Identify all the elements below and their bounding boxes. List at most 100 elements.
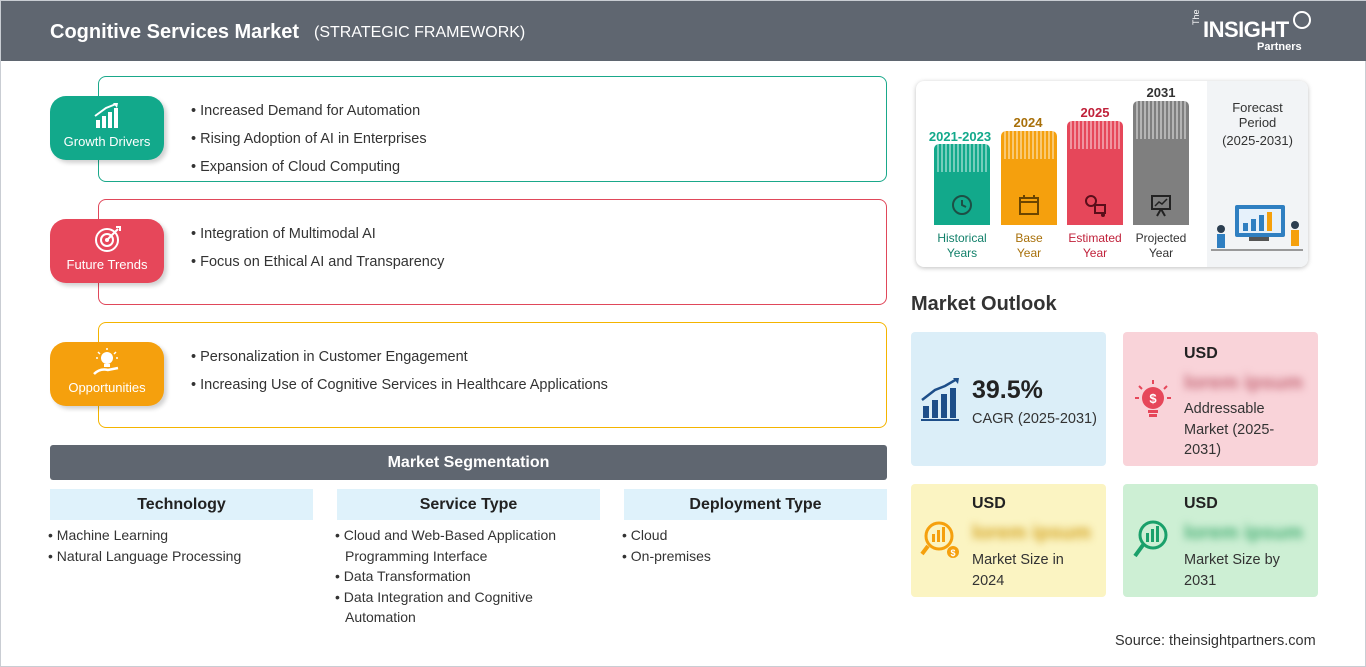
- page-subtitle: (STRATEGIC FRAMEWORK): [314, 24, 526, 41]
- addressable-label: Addressable Market (2025- 2031): [1184, 399, 1274, 461]
- history-clock-icon: [952, 195, 972, 215]
- list-item: Focus on Ethical AI and Transparency: [191, 248, 444, 276]
- list-item: Data Transformation: [335, 566, 585, 587]
- source-credit: Source: theinsightpartners.com: [1115, 633, 1316, 649]
- segment-heading-service-type: Service Type: [337, 489, 600, 520]
- list-item: Increased Demand for Automation: [191, 97, 427, 125]
- tile-label-line: Market Size by: [1184, 552, 1280, 568]
- segment-list-technology: Machine Learning Natural Language Proces…: [48, 525, 308, 566]
- bar-label-line: Historical: [937, 231, 987, 245]
- timeline-label-historical: Historical Years: [922, 231, 1002, 261]
- market-size-2024-tile: $ USD lorem ipsum Market Size in 2024: [911, 484, 1106, 597]
- list-item: Integration of Multimodal AI: [191, 220, 444, 248]
- svg-text:$: $: [1149, 391, 1157, 406]
- list-item: Rising Adoption of AI in Enterprises: [191, 125, 427, 153]
- tile-label-line: Market (2025-: [1184, 421, 1275, 438]
- list-item: Expansion of Cloud Computing: [191, 153, 427, 181]
- forecast-line-3: (2025-2031): [1222, 133, 1293, 148]
- logo-partners-text: Partners: [1257, 41, 1302, 53]
- dollar-bulb-icon: $: [1135, 380, 1171, 417]
- list-item: Cloud and Web-Based Application Programm…: [335, 525, 585, 566]
- market-outlook-title: Market Outlook: [911, 293, 1057, 315]
- segment-heading-technology: Technology: [50, 489, 313, 520]
- tile-label-line: 2031): [1184, 442, 1222, 458]
- opportunities-list: Personalization in Customer Engagement I…: [191, 343, 608, 399]
- page-title: Cognitive Services Market: [50, 21, 299, 43]
- timeline-bar-projected: [1133, 101, 1189, 225]
- forecast-line-2: Period: [1238, 115, 1277, 130]
- opportunities-card: Personalization in Customer Engagement I…: [98, 322, 887, 428]
- bar-stripes: [937, 144, 987, 172]
- market-size-2031-tile: USD lorem ipsum Market Size by 2031: [1123, 484, 1318, 597]
- timeline-bar-base: [1001, 131, 1057, 225]
- forecast-line-1: Forecast: [1232, 100, 1283, 115]
- tile-label-line: Addressable: [1184, 401, 1265, 417]
- segment-list-service-type: Cloud and Web-Based Application Programm…: [335, 525, 585, 628]
- insight-partners-logo: The INSIGHT Partners: [1191, 9, 1321, 55]
- list-item: Data Integration and Cognitive Automatio…: [335, 587, 585, 628]
- bar-label-line: Year: [1148, 246, 1174, 260]
- timeline-card: Forecast Period (2025-2031) 2021-2023: [916, 81, 1308, 267]
- timeline-bar-historical: [934, 144, 990, 225]
- size-2024-value: lorem ipsum: [972, 522, 1091, 544]
- timeline-year-estimated: 2025: [1080, 105, 1110, 120]
- timeline-year-base: 2024: [1013, 115, 1043, 130]
- bar-stripes: [1136, 101, 1186, 139]
- list-item: Increasing Use of Cognitive Services in …: [191, 371, 608, 399]
- future-trends-label: Future Trends: [66, 257, 148, 272]
- bar-label-line: Estimated: [1068, 231, 1122, 245]
- logo-the-text: The: [1191, 9, 1201, 25]
- opportunities-label: Opportunities: [68, 380, 146, 395]
- size-2024-label: Market Size in 2024: [972, 550, 1064, 591]
- analytics-people-icon: [1211, 205, 1303, 251]
- bar-label-line: Projected: [1135, 231, 1187, 245]
- svg-text:$: $: [950, 548, 955, 558]
- addressable-currency: USD: [1184, 345, 1218, 362]
- timeline-label-estimated: Estimated Year: [1055, 231, 1135, 261]
- future-trends-card: Integration of Multimodal AI Focus on Et…: [98, 199, 887, 305]
- size-2031-currency: USD: [1184, 495, 1218, 512]
- magnifier-dollar-icon: $: [920, 521, 959, 558]
- list-item: Natural Language Processing: [48, 546, 308, 567]
- presentation-board-icon: [1151, 195, 1171, 217]
- size-2031-value: lorem ipsum: [1184, 522, 1303, 544]
- future-trends-list: Integration of Multimodal AI Focus on Et…: [191, 220, 444, 276]
- timeline-label-base: Base Year: [989, 231, 1069, 261]
- addressable-market-tile: $ USD lorem ipsum Addressable Market (20…: [1123, 332, 1318, 466]
- growth-drivers-badge: Growth Drivers: [50, 96, 164, 160]
- bar-label-line: Year: [1082, 246, 1108, 260]
- addressable-value: lorem ipsum: [1184, 372, 1303, 394]
- cagr-label: CAGR (2025-2031): [972, 411, 1097, 427]
- list-item: Machine Learning: [48, 525, 308, 546]
- cagr-value: 39.5%: [972, 376, 1043, 404]
- segment-heading-deployment-type: Deployment Type: [624, 489, 887, 520]
- bar-label-line: Base: [1015, 231, 1043, 245]
- timeline-label-projected: Projected Year: [1121, 231, 1201, 261]
- future-trends-badge: Future Trends: [50, 219, 164, 283]
- calendar-icon: [1019, 195, 1039, 215]
- segment-list-deployment-type: Cloud On-premises: [622, 525, 882, 566]
- tile-label-line: 2031: [1184, 572, 1217, 589]
- size-2031-label: Market Size by 2031: [1184, 550, 1280, 591]
- bar-label-line: Year: [1016, 246, 1042, 260]
- magnifier-chart-icon: [1133, 520, 1168, 558]
- market-segmentation-title: Market Segmentation: [50, 445, 887, 480]
- tile-label-line: Market Size in: [972, 552, 1064, 568]
- size-2024-currency: USD: [972, 495, 1006, 512]
- growth-chart-icon: [921, 377, 959, 421]
- logo-ring-icon: [1293, 11, 1311, 29]
- growth-drivers-label: Growth Drivers: [63, 134, 151, 149]
- growth-drivers-list: Increased Demand for Automation Rising A…: [191, 97, 427, 181]
- lightbulb-hand-icon: [93, 348, 119, 375]
- target-icon: [95, 226, 121, 252]
- list-item: Personalization in Customer Engagement: [191, 343, 608, 371]
- bar-stripes: [1004, 131, 1054, 159]
- bar-stripes: [1070, 121, 1120, 149]
- timeline-year-historical: 2021-2023: [928, 129, 992, 144]
- logo-main-text: INSIGHT: [1203, 17, 1289, 42]
- timeline-bar-estimated: [1067, 121, 1123, 225]
- growth-drivers-card: Increased Demand for Automation Rising A…: [98, 76, 887, 182]
- header-bar: Cognitive Services Market (STRATEGIC FRA…: [1, 1, 1366, 61]
- timeline-year-projected: 2031: [1146, 85, 1176, 100]
